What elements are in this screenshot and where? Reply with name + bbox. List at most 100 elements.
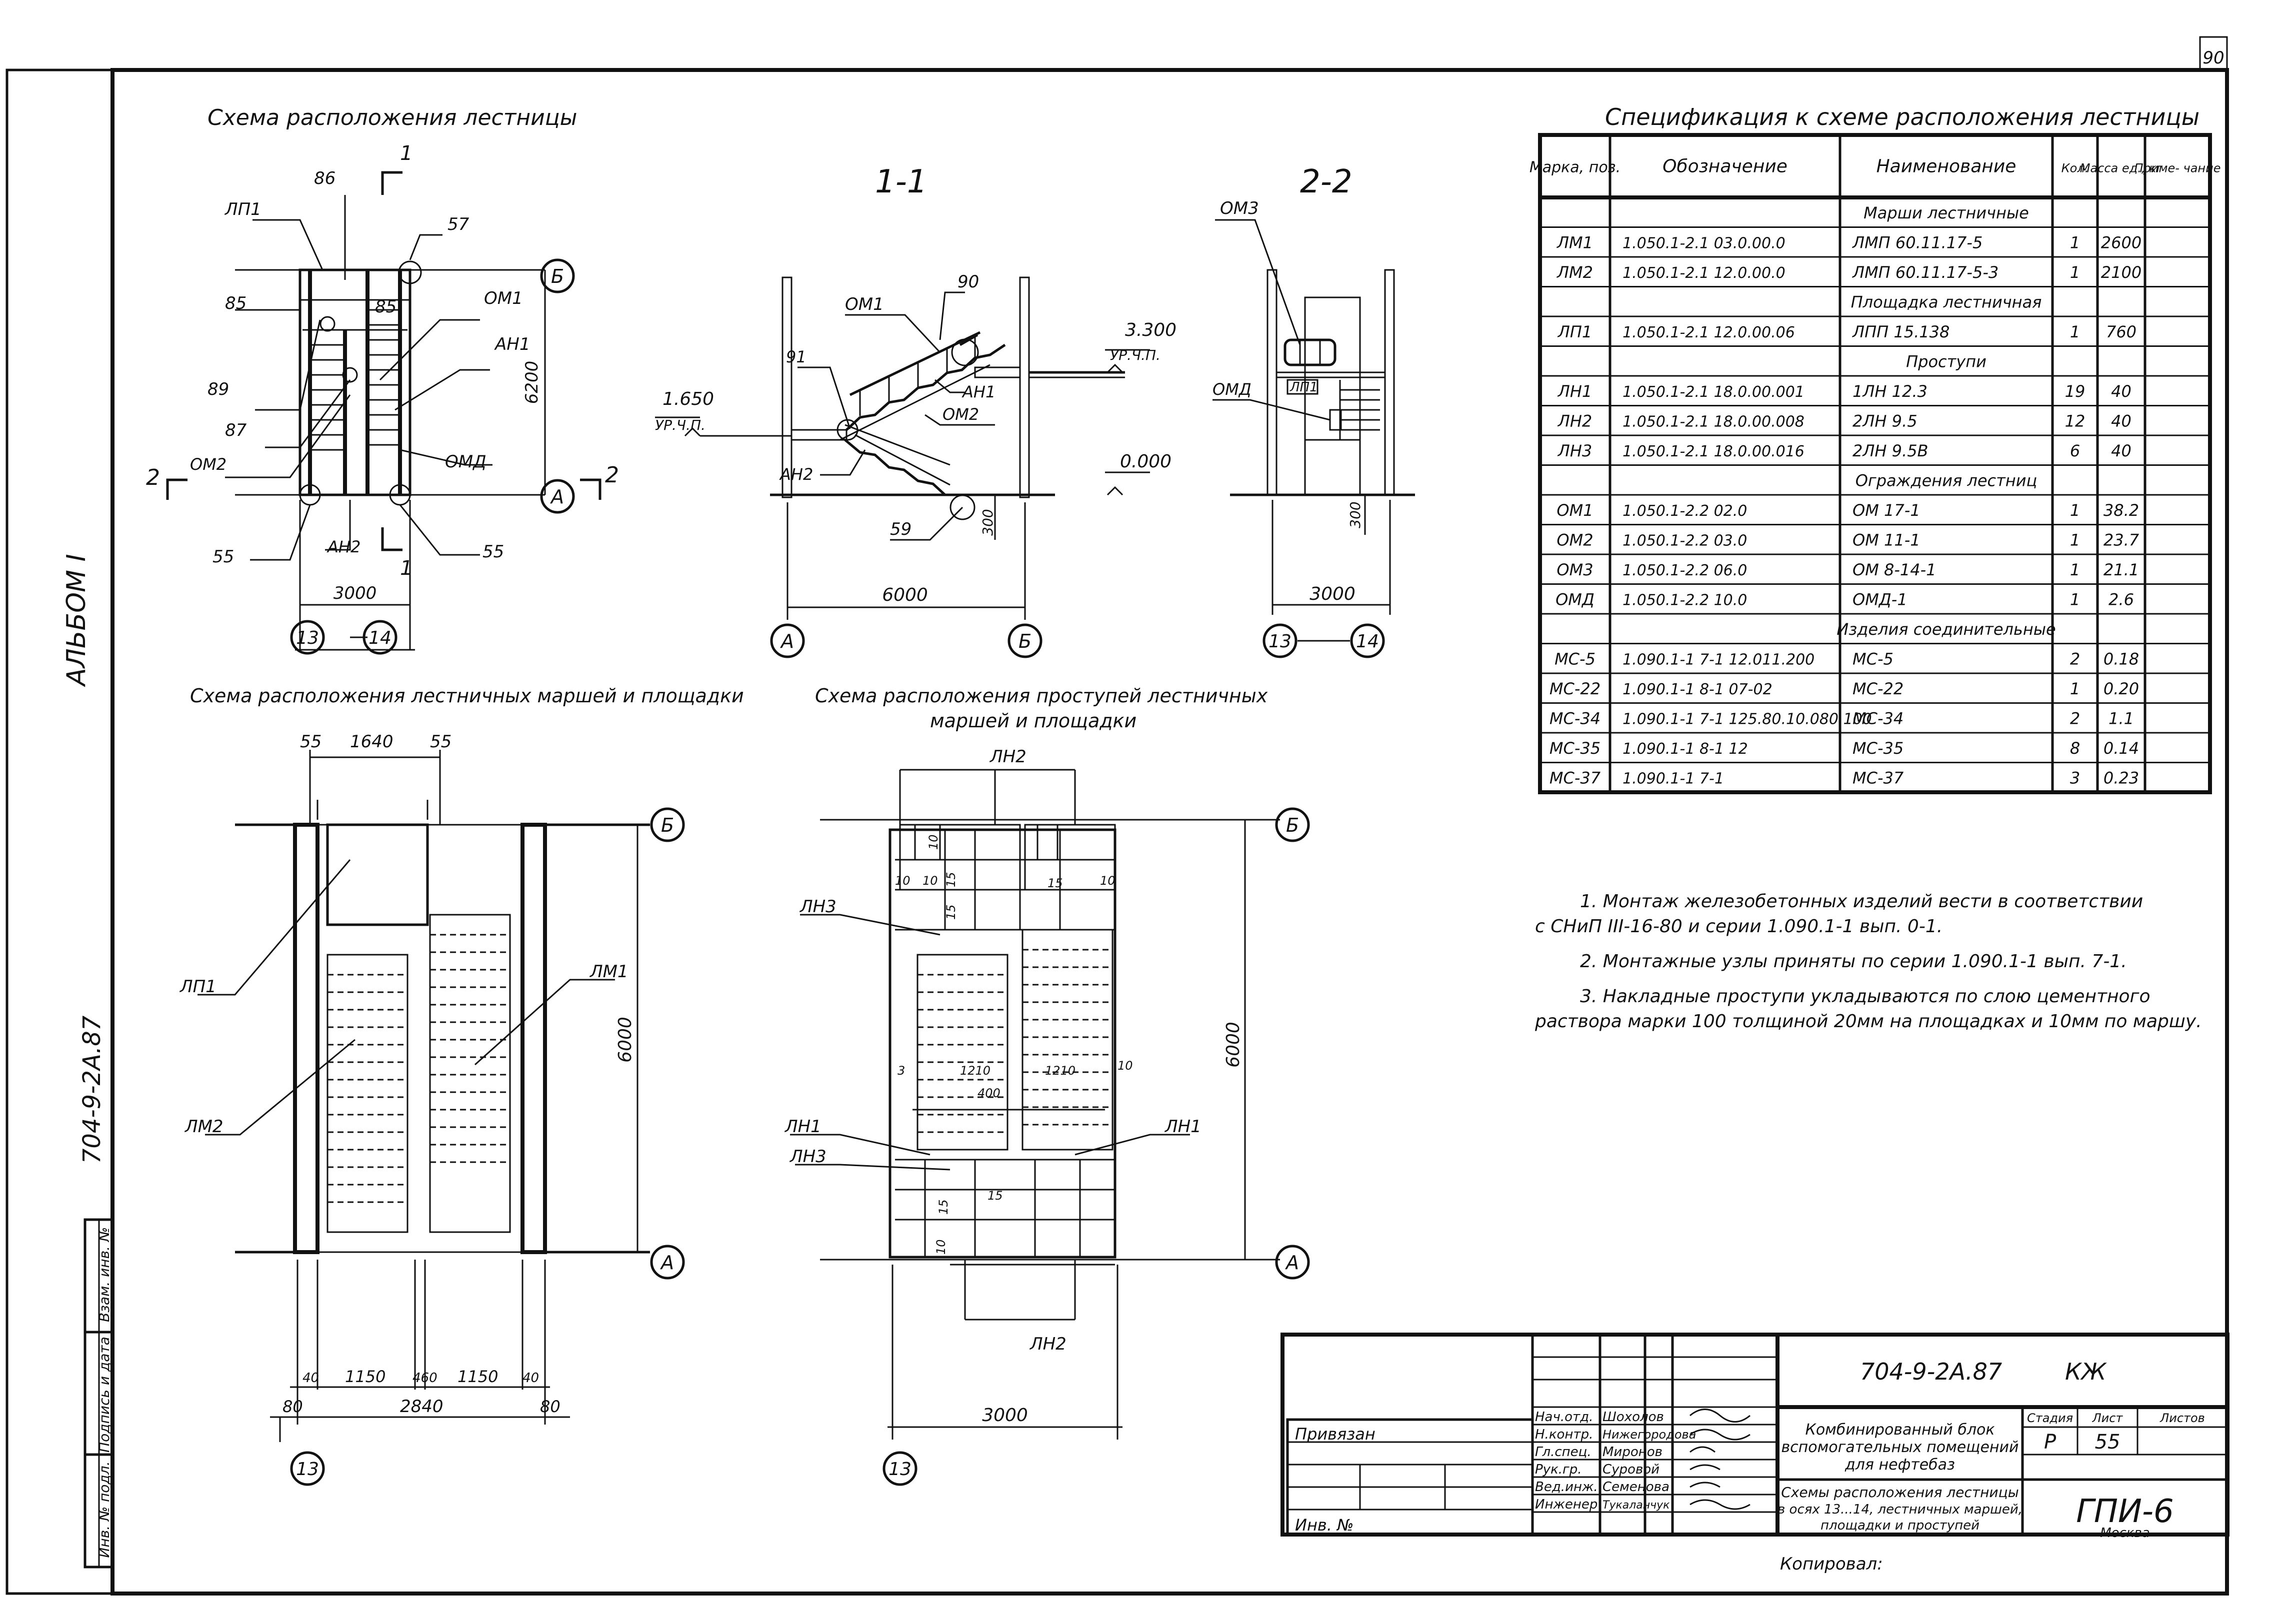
spec-cell: 2: [2070, 709, 2080, 728]
section22-title: 2-2: [1300, 163, 1352, 200]
spec-header-3: Кол.: [2062, 161, 2089, 175]
plan-cut-1-bottom: 1: [400, 557, 412, 580]
spec-cell: 1.090.1-1 7-1 125.80.10.080.100: [1622, 710, 1872, 728]
treads-label-ln3-bottom: ЛН3: [789, 1147, 826, 1167]
plan-axis-13: 13: [296, 628, 319, 648]
tb-role-1: Н.контр.: [1535, 1427, 1593, 1442]
treads-label-ln2-bottom: ЛН2: [1029, 1334, 1066, 1354]
tb-stage: Р: [2044, 1431, 2056, 1454]
tb-name-3: Суровой: [1602, 1462, 1660, 1477]
spec-cell: 0.23: [2104, 768, 2139, 787]
spec-cell: 1.050.1-2.1 18.0.00.001: [1622, 383, 1804, 401]
spec-cell: МС-37: [1550, 768, 1601, 787]
note-line-1: 1. Монтаж железобетонных изделий вести в…: [1580, 891, 2143, 912]
tb-name-0: Шохолов: [1602, 1410, 1664, 1425]
treads-label-ln1-right: ЛН1: [1164, 1117, 1202, 1137]
treads-dim-15d: 15: [936, 1199, 950, 1215]
plan-title: Схема расположения лестницы: [208, 105, 577, 130]
spec-cell: 1.090.1-1 8-1 12: [1622, 740, 1748, 758]
treads-dim-15b: 15: [1048, 876, 1063, 890]
plan-dim-width: 3000: [334, 583, 377, 603]
flights-dim-1150b: 1150: [458, 1367, 498, 1386]
side-label-vzam: Взам. инв. №: [96, 1227, 112, 1322]
tb-sheet: 55: [2095, 1431, 2120, 1454]
spec-cell: ЛН3: [1558, 441, 1592, 460]
section22-axis-14: 14: [1356, 631, 1379, 652]
treads-title-line1: Схема расположения проступей лестничных: [815, 685, 1268, 707]
section22-axis-13: 13: [1268, 631, 1292, 652]
note-line-5: раствора марки 100 толщиной 20мм на площ…: [1534, 1011, 2202, 1032]
tb-org: ГПИ-6: [2076, 1493, 2174, 1530]
spec-cell: 1ЛН 12.3: [1852, 382, 1928, 401]
flights-title: Схема расположения лестничных маршей и п…: [190, 685, 744, 707]
treads-dim-10a: 10: [895, 874, 910, 888]
treads-axis-a: А: [1284, 1252, 1299, 1274]
tb-inv-no: Инв. №: [1295, 1516, 1354, 1535]
spec-cell: ЛМ1: [1556, 233, 1593, 252]
note-line-3: 2. Монтажные узлы приняты по серии 1.090…: [1580, 951, 2127, 972]
spec-cell: 2ЛН 9.5В: [1852, 441, 1928, 460]
spec-cell: 19: [2065, 382, 2086, 401]
section11-level-top-note: УР.Ч.П.: [1110, 347, 1160, 363]
spec-cell: 38.2: [2104, 501, 2139, 520]
spec-cell: 1: [2070, 679, 2080, 698]
spec-cell: 1.090.1-1 7-1 12.011.200: [1622, 651, 1814, 668]
tb-role-0: Нач.отд.: [1535, 1410, 1593, 1425]
flights-dim-460: 460: [412, 1371, 438, 1386]
treads-view: [790, 769, 1310, 1486]
spec-cell: 1.050.1-2.1 12.0.00.0: [1622, 264, 1786, 282]
spec-cell: 0.20: [2104, 679, 2139, 698]
treads-dim-3: 3: [898, 1064, 905, 1078]
tb-mark: КЖ: [2065, 1358, 2108, 1385]
spec-cell: ОМ 8-14-1: [1852, 560, 1936, 579]
spec-cell: 40: [2111, 441, 2132, 460]
spec-cell: 12: [2065, 411, 2086, 430]
flights-dim-40a: 40: [302, 1371, 319, 1386]
plan-label-55a: 55: [212, 547, 234, 567]
plan-label-55b: 55: [482, 542, 504, 562]
spec-cell: ОМ3: [1556, 560, 1593, 579]
tb-project-1: Комбинированный блок: [1806, 1421, 1995, 1439]
plan-cut-2-right: 2: [605, 462, 619, 488]
tb-project-3: для нефтебаз: [1844, 1456, 1955, 1474]
treads-dim-width: 3000: [982, 1405, 1028, 1426]
spec-cell: 3: [2070, 768, 2080, 787]
plan-label-85b: 85: [375, 297, 396, 317]
spec-cell: 1: [2070, 263, 2080, 282]
plan-dim-height: 6200: [522, 361, 542, 404]
spec-cell: 1.090.1-1 8-1 07-02: [1622, 681, 1772, 698]
spec-cell: 2ЛН 9.5: [1852, 411, 1918, 430]
spec-group-row: Изделия соединительные: [1836, 620, 2056, 639]
spec-cell: 40: [2111, 411, 2132, 430]
section11-label-90: 90: [958, 272, 979, 292]
plan-cut-1-top: 1: [400, 142, 412, 165]
section11-level-mid: 1.650: [662, 389, 714, 409]
spec-cell: 1: [2070, 233, 2080, 252]
section11-label-om1: ОМ1: [845, 294, 884, 314]
plan-label-57: 57: [448, 214, 470, 234]
spec-header-2: Наименование: [1876, 156, 2016, 177]
section22-dim-300: 300: [1347, 501, 1364, 528]
treads-dim-15c: 15: [944, 904, 958, 920]
spec-header-1: Обозначение: [1662, 156, 1788, 177]
section11-dim-300: 300: [980, 509, 996, 535]
spec-cell: МС-5: [1852, 649, 1894, 668]
section22-label-lp1: ЛП1: [1290, 380, 1318, 395]
spec-cell: 1.050.1-2.1 18.0.00.008: [1622, 413, 1804, 430]
spec-cell: 0.18: [2104, 649, 2139, 668]
spec-cell: 1.050.1-2.1 18.0.00.016: [1622, 443, 1804, 460]
flights-dim-40b: 40: [522, 1371, 539, 1386]
spec-cell: ЛМП 60.11.17-5: [1852, 233, 1982, 252]
note-line-4: 3. Накладные проступи укладываются по сл…: [1580, 986, 2150, 1007]
tb-stage-label: Стадия: [2027, 1411, 2073, 1425]
title-block: [1280, 1333, 2230, 1537]
treads-dim-1210a: 1210: [960, 1064, 990, 1078]
spec-cell: 1: [2070, 530, 2080, 549]
spec-cell: ЛП1: [1558, 322, 1592, 341]
spec-cell: ОМ2: [1556, 530, 1593, 549]
flights-axis-b: Б: [661, 814, 674, 836]
spec-cell: 21.1: [2104, 560, 2139, 579]
spec-cell: 1.050.1-2.2 06.0: [1622, 562, 1747, 579]
treads-dim-10b: 10: [926, 834, 940, 850]
